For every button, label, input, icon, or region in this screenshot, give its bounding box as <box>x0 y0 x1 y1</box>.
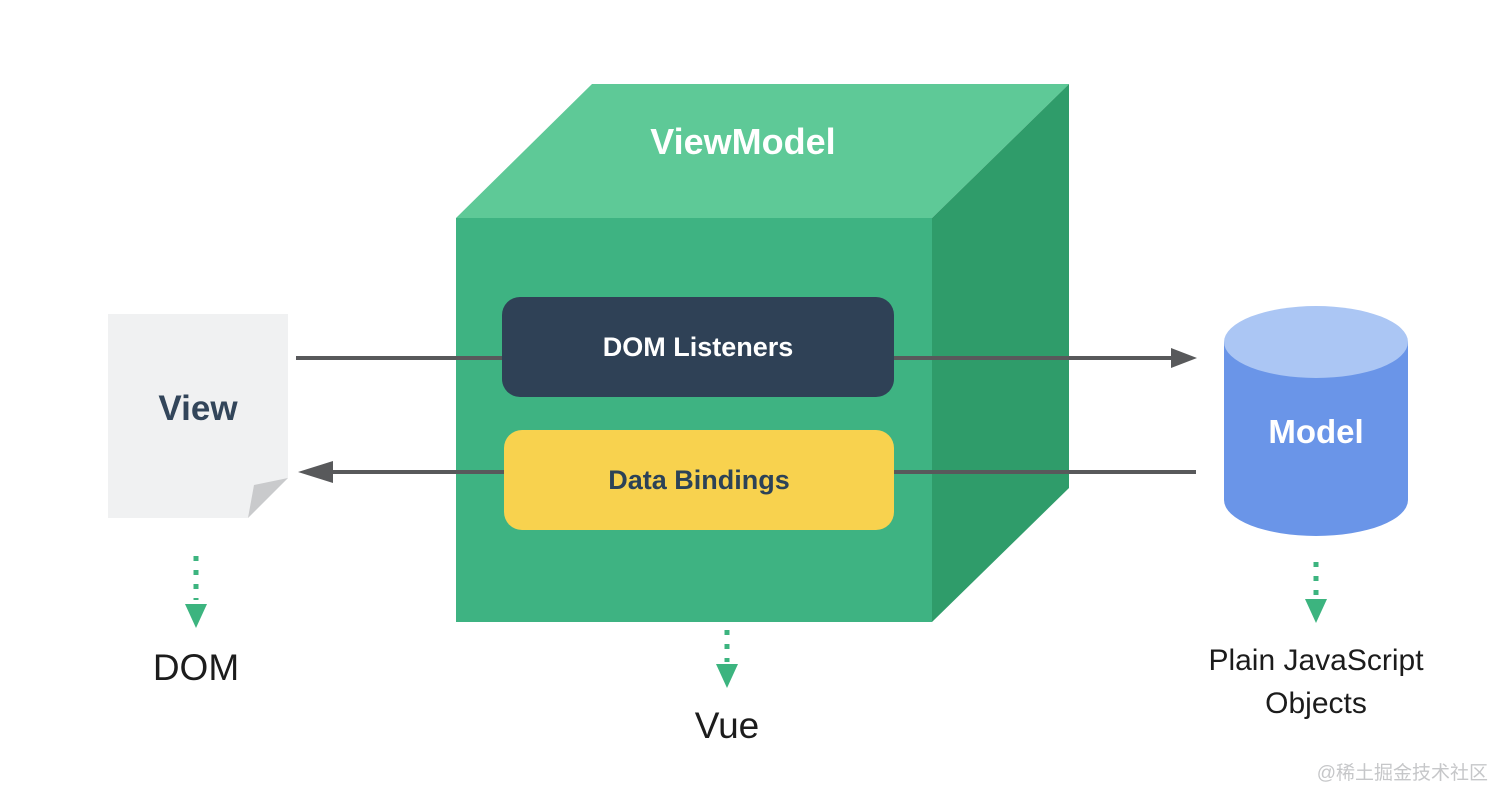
dom-listeners-label: DOM Listeners <box>602 331 794 362</box>
cube-front-face <box>456 218 932 622</box>
plain-js-objects-caption: Plain JavaScript Objects <box>1208 644 1424 720</box>
dom-caption: DOM <box>152 647 240 688</box>
data-bindings-label: Data Bindings <box>608 464 790 495</box>
dom-listeners-box: DOM Listeners <box>502 297 894 397</box>
dotted-arrow-view-to-dom <box>185 556 207 628</box>
dotted-arrow-viewmodel-to-vue-head <box>716 664 738 688</box>
model-cylinder-icon <box>1224 306 1408 536</box>
view-document-fold <box>248 478 288 518</box>
watermark-text: @稀土掘金技术社区 <box>1316 762 1488 784</box>
model-cylinder-top <box>1224 306 1408 378</box>
model-title: Model <box>1268 413 1364 450</box>
dotted-arrow-view-to-dom-head <box>185 604 207 628</box>
dotted-arrow-viewmodel-to-vue <box>716 630 738 688</box>
view-title: View <box>158 389 238 428</box>
view-document-page <box>108 314 288 518</box>
dotted-arrow-model-to-pjo-head <box>1305 599 1327 623</box>
model-cylinder-body <box>1224 342 1408 536</box>
arrow-view-to-model-head <box>1171 348 1197 368</box>
dotted-arrow-model-to-pjo <box>1305 562 1327 623</box>
arrow-model-to-view-head <box>298 461 333 483</box>
data-bindings-box: Data Bindings <box>504 430 894 530</box>
view-document-icon <box>108 314 288 518</box>
viewmodel-title: ViewModel <box>650 121 836 162</box>
vue-caption: Vue <box>694 705 760 746</box>
cube-right-face <box>932 84 1069 622</box>
cube-top-face <box>456 84 1069 218</box>
